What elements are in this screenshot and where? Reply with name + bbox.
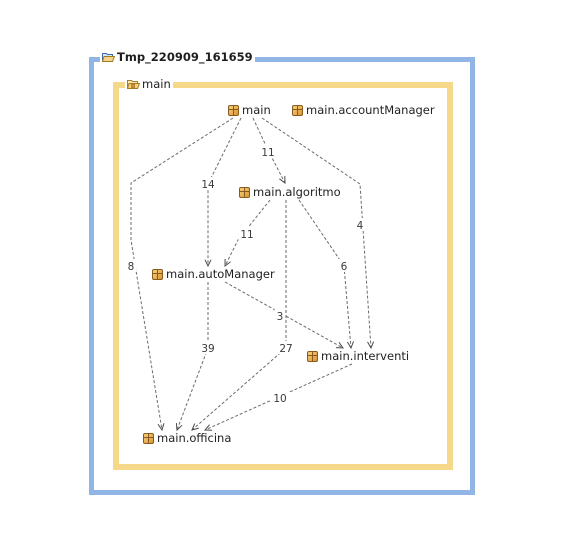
package-node-label: main.autoManager — [166, 267, 275, 281]
package-node-label: main.officina — [157, 431, 232, 445]
package-node-label: main.accountManager — [306, 103, 435, 117]
edge-weight-label: 39 — [201, 343, 214, 355]
package-icon — [307, 350, 318, 362]
edge-arrowhead — [204, 259, 212, 268]
inner-container-label: main — [142, 77, 171, 91]
edge-label-background — [199, 177, 217, 190]
edge-label-background — [338, 259, 350, 272]
edge-arrowhead — [279, 175, 286, 185]
dependency-edge-algoritmo-to-interventi[interactable]: 6 — [298, 199, 354, 350]
edge-weight-label: 3 — [277, 311, 284, 323]
dependency-edge-main-to-interventi[interactable]: 4 — [261, 117, 375, 350]
dependency-edge-main-to-officina[interactable]: 8 — [125, 117, 234, 432]
package-node-algoritmo[interactable]: main.algoritmo — [238, 185, 342, 199]
edge-label-background — [199, 341, 217, 354]
edge-label-background — [271, 391, 289, 404]
package-folder-icon — [127, 79, 140, 89]
dependency-edge-automanager-to-officina[interactable]: 39 — [175, 282, 217, 432]
edge-arrowhead — [157, 423, 165, 432]
edge-weight-label: 11 — [261, 147, 274, 159]
edge-weight-label: 4 — [357, 220, 364, 232]
edge-arrowhead — [175, 422, 183, 432]
outer-container-title[interactable]: Tmp_220909_161659 — [100, 50, 255, 64]
folder-open-icon — [102, 52, 115, 62]
edge-weight-label: 27 — [279, 343, 292, 355]
dependency-edge-interventi-to-officina[interactable]: 10 — [203, 363, 353, 431]
edge-label-background — [259, 145, 277, 158]
edge-weight-label: 8 — [128, 261, 135, 273]
package-icon — [239, 186, 250, 198]
inner-container-frame — [113, 82, 453, 470]
edge-label-background — [125, 259, 137, 272]
edge-line — [176, 282, 209, 431]
dependency-edge-algoritmo-to-automanager[interactable]: 11 — [224, 199, 271, 268]
package-icon — [152, 268, 163, 280]
edge-line — [224, 199, 271, 267]
edge-line — [261, 117, 372, 349]
edge-line — [298, 199, 352, 349]
edge-weight-label: 10 — [273, 393, 286, 405]
edge-arrowhead — [224, 258, 231, 268]
dependency-edge-main-to-automanager[interactable]: 14 — [199, 117, 242, 268]
edge-weight-label: 6 — [341, 261, 348, 273]
package-icon — [292, 104, 303, 116]
edge-arrowhead — [347, 341, 354, 350]
edge-label-background — [277, 341, 295, 354]
edge-label-background — [238, 227, 256, 240]
package-node-label: main.algoritmo — [253, 185, 341, 199]
dependency-edge-algoritmo-to-officina[interactable]: 27 — [191, 200, 295, 431]
package-node-label: main — [242, 103, 271, 117]
edge-line — [130, 117, 234, 431]
edge-arrowhead — [367, 341, 375, 350]
edge-weight-label: 14 — [201, 179, 215, 191]
inner-container-title[interactable]: main — [125, 77, 173, 91]
dependency-edge-automanager-to-interventi[interactable]: 3 — [224, 281, 345, 349]
package-node-interventi[interactable]: main.interventi — [306, 349, 411, 363]
package-icon — [143, 432, 154, 444]
package-icon — [228, 104, 239, 116]
outer-container-frame — [89, 57, 475, 495]
edge-label-background — [274, 309, 286, 322]
edge-arrowhead — [191, 423, 199, 431]
package-node-accountmanager[interactable]: main.accountManager — [291, 103, 436, 117]
edge-arrowhead — [335, 341, 345, 349]
dependency-edge-main-to-algoritmo[interactable]: 11 — [252, 117, 286, 185]
package-node-label: main.interventi — [321, 349, 410, 363]
edge-label-background — [354, 218, 366, 231]
package-node-officina[interactable]: main.officina — [142, 431, 233, 445]
edge-weight-label: 11 — [240, 229, 253, 241]
package-node-automanager[interactable]: main.autoManager — [151, 267, 276, 281]
edge-arrowhead — [203, 424, 213, 431]
outer-container-label: Tmp_220909_161659 — [117, 50, 253, 64]
package-node-main[interactable]: main — [227, 103, 272, 117]
